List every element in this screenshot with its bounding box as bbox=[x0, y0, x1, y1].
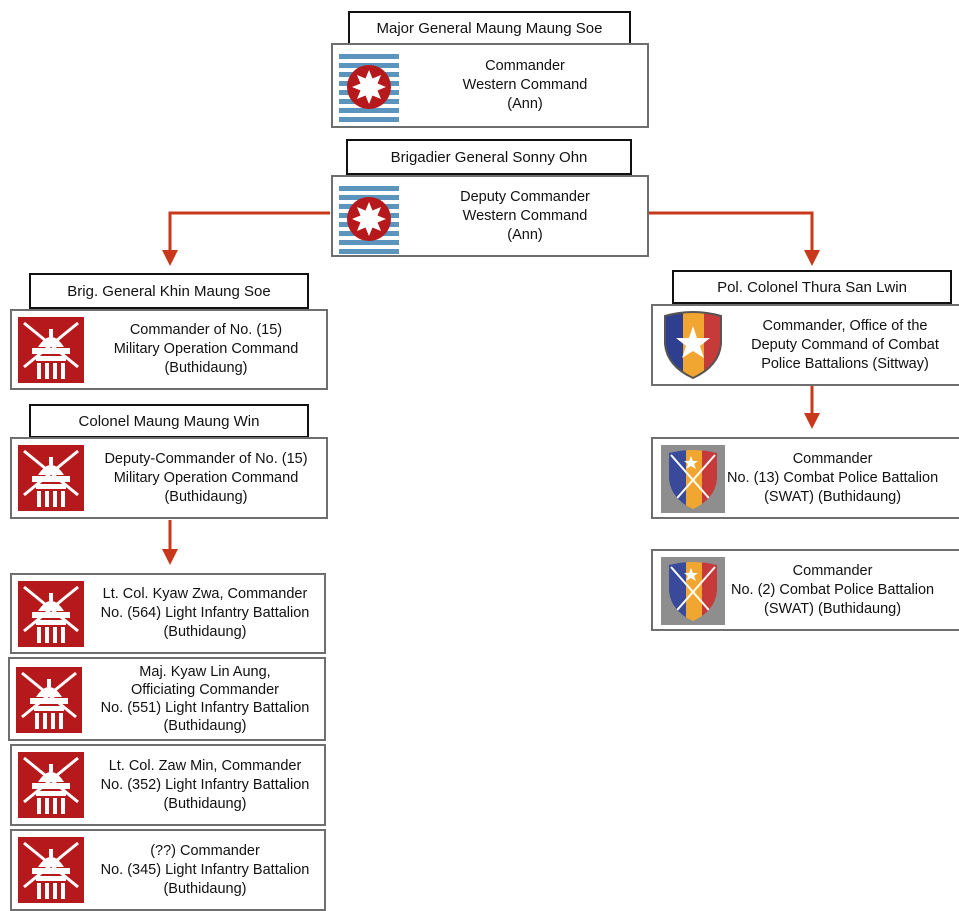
arrow-to-moc-commander bbox=[168, 211, 330, 252]
moc-emblem-icon bbox=[18, 752, 84, 818]
card-text: Maj. Kyaw Lin Aung,Officiating Commander… bbox=[100, 664, 310, 734]
moc-emblem-icon bbox=[18, 581, 84, 647]
moc-emblem-icon bbox=[18, 317, 84, 383]
swat-shield-icon bbox=[661, 445, 725, 513]
arrow-to-police-commander bbox=[648, 211, 814, 252]
card-moc-commander: Commander of No. (15)Military Operation … bbox=[10, 309, 328, 390]
moc-emblem-icon bbox=[18, 837, 84, 903]
name-moc-commander: Brig. General Khin Maung Soe bbox=[29, 273, 309, 309]
swat-shield-icon bbox=[661, 557, 725, 625]
moc-emblem-icon bbox=[18, 445, 84, 511]
army-star-emblem-icon bbox=[339, 54, 399, 122]
name-police-commander: Pol. Colonel Thura San Lwin bbox=[672, 270, 952, 304]
name-moc-deputy: Colonel Maung Maung Win bbox=[29, 404, 309, 438]
card-text: Commander of No. (15)Military Operation … bbox=[113, 322, 299, 376]
army-star-emblem-icon bbox=[339, 186, 399, 254]
name-deputy-commander: Brigadier General Sonny Ohn bbox=[346, 139, 632, 175]
card-battalion-551: Maj. Kyaw Lin Aung,Officiating Commander… bbox=[8, 657, 326, 741]
name-top-commander: Major General Maung Maung Soe bbox=[348, 11, 631, 45]
police-shield-icon bbox=[664, 311, 722, 380]
moc-emblem-icon bbox=[16, 667, 82, 733]
card-text: Deputy-Commander of No. (15)Military Ope… bbox=[104, 450, 308, 505]
card-moc-deputy: Deputy-Commander of No. (15)Military Ope… bbox=[10, 437, 328, 519]
